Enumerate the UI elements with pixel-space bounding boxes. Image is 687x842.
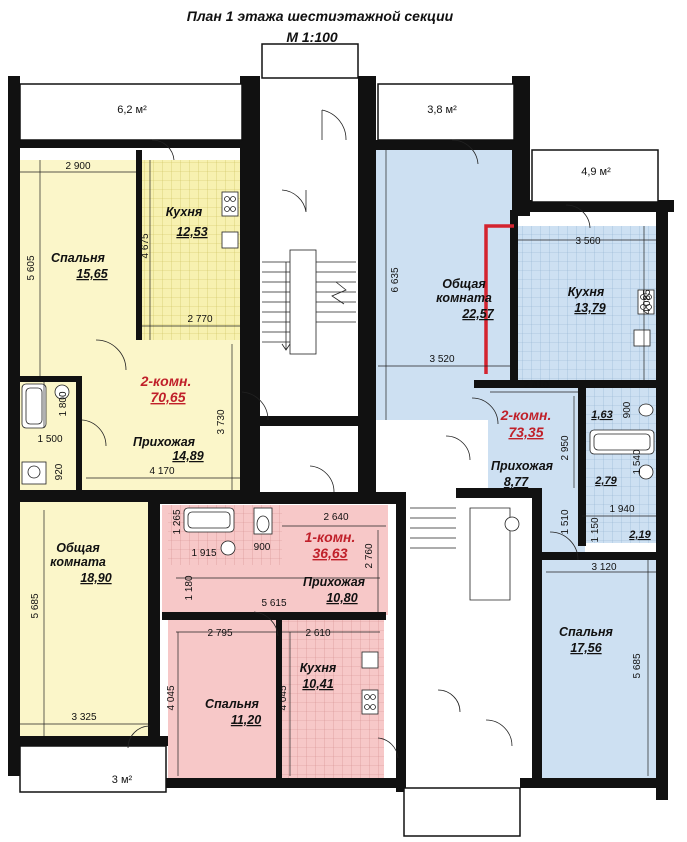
balcony-top-middle-area: 3,8 м² [427, 104, 457, 116]
room-living-left-name1: Общая [56, 541, 100, 555]
dim-4045-a: 4 045 [166, 685, 177, 710]
dim-2760: 2 760 [364, 543, 375, 568]
apt-right-label: 2-комн. [500, 407, 552, 423]
room-living-right-name2: комната [436, 291, 492, 305]
bedroom-right-fill [540, 560, 657, 778]
dim-900-right: 900 [622, 401, 633, 418]
kitchen-left-fill [138, 160, 241, 340]
room-kitchen-left-name: Кухня [166, 205, 203, 219]
dim-4085: 4 085 [642, 289, 653, 314]
apt-center-area: 36,63 [312, 545, 347, 561]
dim-3520: 3 520 [429, 354, 454, 365]
hall-left-fill [78, 340, 241, 492]
dim-1265: 1 265 [172, 509, 183, 534]
dim-2770: 2 770 [187, 314, 212, 325]
bedroom-center-fill [168, 620, 278, 780]
balconies [19, 43, 659, 837]
dim-2410: 2 410 [523, 380, 548, 391]
apt-left-area: 70,65 [150, 389, 185, 405]
dim-920: 920 [54, 463, 65, 480]
room-hall-center-area: 10,80 [326, 591, 357, 605]
dim-3120: 3 120 [591, 562, 616, 573]
room-bedroom-right-name: Спальня [559, 625, 614, 639]
dim-2610: 2 610 [305, 628, 330, 639]
dim-2640: 2 640 [323, 512, 348, 523]
dimension-lines [20, 150, 656, 776]
dim-1180: 1 180 [184, 575, 195, 600]
room-bedroom-right-area: 17,56 [570, 641, 602, 655]
apt-center-label: 1-комн. [305, 529, 356, 545]
dim-5685-right: 5 685 [632, 653, 643, 678]
room-kitchen-right-area: 13,79 [574, 301, 605, 315]
dim-1915: 1 915 [191, 548, 216, 559]
room-hall-left-area: 14,89 [172, 449, 203, 463]
living-right-fill [374, 150, 514, 420]
kitchen-right-fill [514, 226, 656, 386]
dim-900-center: 900 [254, 542, 271, 553]
room-living-right-area: 22,57 [461, 307, 494, 321]
room-hall-left-name: Прихожая [133, 435, 196, 449]
room-hall-center-name: Прихожая [303, 575, 366, 589]
dim-3560: 3 560 [575, 236, 600, 247]
dim-1500: 1 500 [37, 434, 62, 445]
dim-1800: 1 800 [58, 391, 69, 416]
dim-2900: 2 900 [65, 161, 90, 172]
balcony-top-left-area: 6,2 м² [117, 104, 147, 116]
dim-4045-b: 4 045 [278, 685, 289, 710]
plan-scale: М 1:100 [286, 29, 338, 45]
room-living-right-name1: Общая [442, 277, 486, 291]
hall-right-fill [476, 384, 585, 560]
dim-2795: 2 795 [207, 628, 232, 639]
room-bath-right-b-area: 2,79 [594, 475, 617, 487]
room-kitchen-left-area: 12,53 [176, 225, 207, 239]
dim-1540: 1 540 [632, 449, 643, 474]
room-bedroom-left-name: Спальня [51, 251, 106, 265]
room-labels: Спальня 15,65 Кухня 12,53 2-комн. 70,65 … [50, 205, 651, 727]
dim-5615: 5 615 [261, 598, 286, 609]
accent-wall [484, 224, 514, 374]
dim-2950: 2 950 [560, 435, 571, 460]
dimension-labels: 2 900 5 605 4 675 2 770 1 800 1 500 3 73… [26, 161, 653, 723]
dim-3325: 3 325 [71, 712, 96, 723]
room-bedroom-center-area: 11,20 [231, 713, 261, 727]
apt-left-label: 2-комн. [140, 373, 192, 389]
doors [81, 109, 591, 759]
dim-5685-left: 5 685 [30, 593, 41, 618]
dim-6635: 6 635 [390, 267, 401, 292]
room-kitchen-center-name: Кухня [300, 661, 337, 675]
dim-1510: 1 510 [560, 509, 571, 534]
dim-1150: 1 150 [590, 517, 601, 542]
room-bath-right-c-area: 2,19 [628, 529, 651, 541]
dim-5605: 5 605 [26, 255, 37, 280]
living-left-fill [18, 500, 150, 738]
room-bedroom-left-area: 15,65 [76, 267, 108, 281]
room-bedroom-center-name: Спальня [205, 697, 260, 711]
room-living-left-area: 18,90 [80, 571, 111, 585]
apt-right-area: 73,35 [508, 424, 543, 440]
stairwell [262, 249, 456, 549]
dim-3730: 3 730 [216, 409, 227, 434]
balcony-bottom-left-area: 3 м² [112, 774, 133, 786]
room-living-left-name2: комната [50, 555, 106, 569]
balcony-top-right-area: 4,9 м² [581, 166, 611, 178]
plan-title: План 1 этажа шестиэтажной секции [187, 8, 454, 24]
fixtures [21, 191, 655, 715]
room-bath-right-a-area: 1,63 [591, 409, 612, 421]
dim-1940: 1 940 [609, 504, 634, 515]
dim-4170: 4 170 [149, 466, 174, 477]
walls [8, 76, 674, 800]
room-hall-right-name: Прихожая [491, 459, 554, 473]
room-kitchen-right-name: Кухня [568, 285, 605, 299]
dim-4675: 4 675 [140, 233, 151, 258]
room-kitchen-center-area: 10,41 [302, 677, 333, 691]
room-hall-right-area: 8,77 [504, 475, 529, 489]
